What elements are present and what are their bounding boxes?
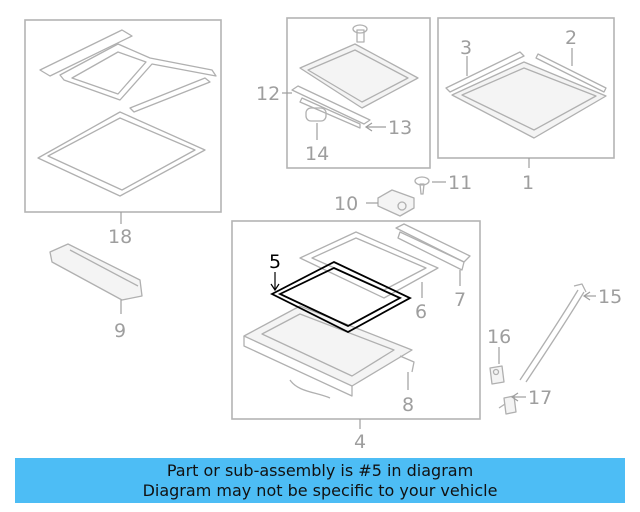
roof-panel-drawing — [37, 29, 217, 197]
motor-drawing — [377, 189, 415, 217]
callout-17: 17 — [528, 387, 552, 409]
connector-drawing — [498, 395, 517, 415]
callout-13: 13 — [388, 117, 412, 139]
callout-5: 5 — [269, 251, 281, 273]
callout-6: 6 — [415, 301, 427, 323]
sunshade-drawing — [291, 24, 419, 129]
callout-7: 7 — [454, 289, 466, 311]
box-roof-panel — [24, 19, 222, 213]
callout-18: 18 — [108, 226, 132, 248]
callout-8: 8 — [402, 394, 414, 416]
callout-12: 12 — [256, 83, 280, 105]
callout-11: 11 — [448, 172, 472, 194]
callout-10: 10 — [334, 193, 358, 215]
screw-drawing — [414, 176, 430, 195]
callout-9: 9 — [114, 320, 126, 342]
banner-line-2: Diagram may not be specific to your vehi… — [142, 480, 498, 500]
callout-14: 14 — [305, 143, 329, 165]
glass-drawing — [445, 51, 607, 139]
box-glass — [437, 17, 615, 159]
callout-3: 3 — [460, 37, 472, 59]
drain-hose-drawing — [519, 283, 587, 383]
callout-1: 1 — [522, 172, 534, 194]
weatherstrip-seal-highlighted[interactable] — [270, 260, 412, 334]
bracket-drawing — [49, 243, 143, 301]
frame-assembly-drawing — [243, 223, 471, 399]
callout-16: 16 — [487, 326, 511, 348]
banner-line-1: Part or sub-assembly is #5 in diagram — [166, 460, 474, 480]
info-banner: Part or sub-assembly is #5 in diagram Di… — [15, 458, 625, 503]
clip-drawing — [489, 365, 505, 385]
callout-15: 15 — [598, 286, 622, 308]
box-frame-assembly — [231, 220, 481, 420]
callout-4: 4 — [354, 431, 366, 453]
callout-2: 2 — [565, 27, 577, 49]
